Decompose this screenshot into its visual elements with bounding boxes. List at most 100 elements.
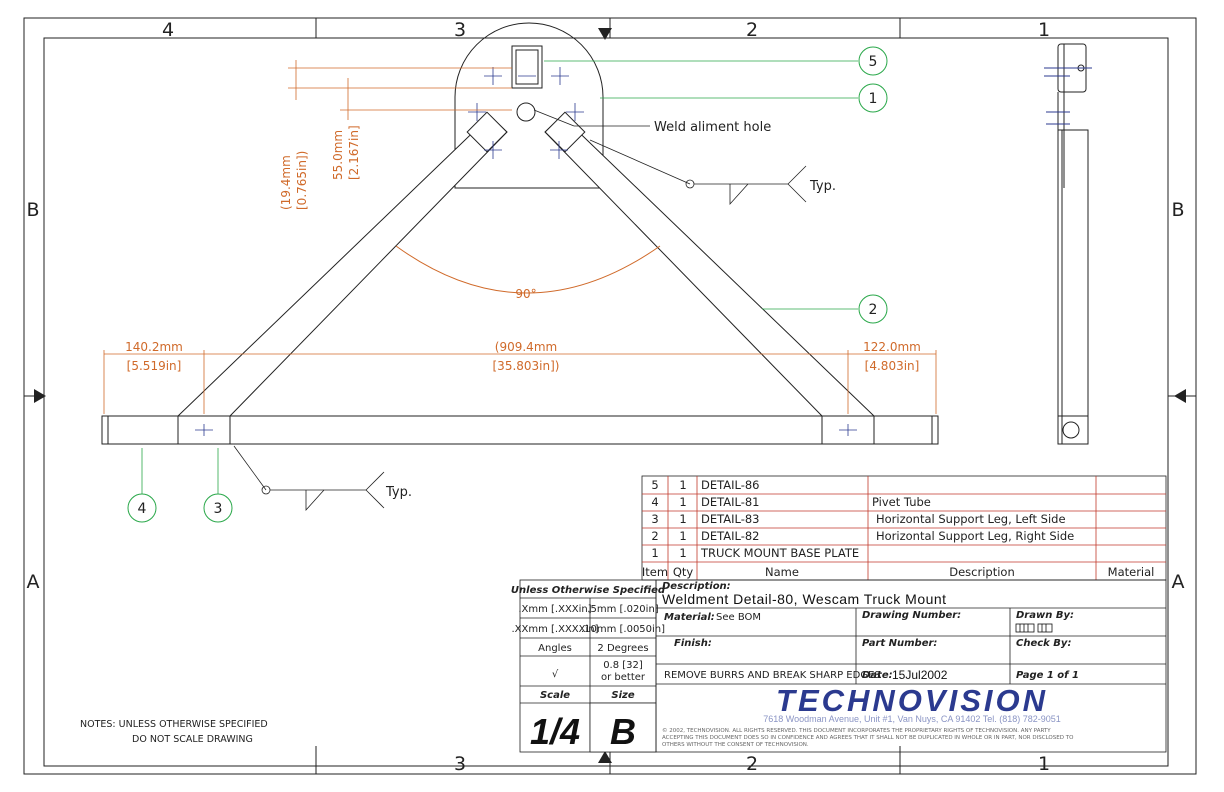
zone-bottom-2: 2: [746, 753, 758, 775]
part-number-label: Part Number:: [862, 638, 937, 649]
date-label: Date:: [862, 670, 893, 681]
material-label: Material:: [664, 612, 715, 623]
dim-2-167in: [2.167in]: [347, 125, 361, 180]
bom-item: 1: [651, 546, 658, 560]
right-leg-end-cap: [544, 111, 586, 153]
center-mark-bottom: [598, 751, 612, 763]
copyright-line-3: OTHERS WITHOUT THE CONSENT OF TECHNOVISI…: [662, 742, 809, 748]
balloon-5: 5: [869, 54, 878, 70]
dim-4-803in: [4.803in]: [865, 359, 920, 373]
angles-value: 2 Degrees: [597, 643, 648, 654]
copyright-line-2: ACCEPTING THIS DOCUMENT DOES SO IN CONFI…: [662, 735, 1074, 741]
zone-top-3: 3: [454, 19, 466, 41]
balloons: [127, 46, 888, 523]
drawing-number-label: Drawing Number:: [862, 610, 961, 621]
size-label: Size: [611, 690, 634, 701]
center-mark-left: [34, 389, 46, 403]
left-leg-end-cap: [466, 111, 508, 153]
finish-label: Finish:: [674, 638, 712, 649]
weld-symbols: [233, 109, 807, 512]
tol-row1-a: .Xmm [.XXXin]: [518, 604, 591, 615]
right-diagonal-leg: [544, 115, 876, 417]
drawn-by-initials-icon: [1015, 623, 1053, 633]
dim-5-519in: [5.519in]: [127, 359, 182, 373]
horizontal-tube: [101, 415, 939, 445]
left-foot-block: [177, 415, 231, 445]
typ-label-bottom: Typ.: [385, 485, 412, 500]
bom-item: 2: [651, 529, 658, 543]
company-logo: TECHNOVISION: [776, 683, 1048, 718]
vertical-dims: [288, 60, 512, 120]
pivot-tube: [511, 45, 543, 89]
balloon-3: 3: [214, 501, 223, 517]
typ-label-top: Typ.: [809, 179, 836, 194]
bom-qty: 1: [679, 495, 686, 509]
tol-row1-b: .5mm [.020in]: [587, 604, 658, 615]
aliment-hole: [516, 102, 536, 122]
bom-qty: 1: [679, 546, 686, 560]
bom-item: 3: [651, 512, 658, 526]
finish-symbol: √: [552, 669, 559, 680]
bom-item: 5: [651, 478, 658, 492]
zone-right-b: B: [1171, 199, 1184, 221]
bom-qty: 1: [679, 529, 686, 543]
finish-value-1: 0.8 [32]: [603, 660, 643, 671]
bom-item: 4: [651, 495, 658, 509]
weldment-front-view: [101, 22, 939, 445]
size-value: B: [610, 711, 636, 752]
zone-top-1: 1: [1038, 19, 1050, 41]
material-value: See BOM: [716, 612, 761, 623]
scale-value: 1/4: [530, 711, 580, 752]
description-value: Weldment Detail-80, Wescam Truck Mount: [662, 591, 947, 607]
zone-top-4: 4: [162, 19, 174, 41]
pivot-tube-inner: [515, 49, 539, 85]
page-label: Page 1 of 1: [1016, 670, 1079, 681]
balloon-4: 4: [138, 501, 147, 517]
balloon-1: 1: [869, 91, 878, 107]
drawn-by-label: Drawn By:: [1016, 610, 1074, 621]
scale-label: Scale: [540, 690, 570, 701]
size-cell: [589, 702, 657, 753]
angle-arc: [395, 245, 661, 294]
bom-header-item: Item: [642, 565, 668, 579]
bom-qty: 1: [679, 478, 686, 492]
horizontal-dims: [103, 350, 937, 414]
check-by-label: Check By:: [1016, 638, 1071, 649]
zone-bottom-1: 1: [1038, 753, 1050, 775]
bom-header-material: Material: [1108, 565, 1155, 579]
zone-bottom-3: 3: [454, 753, 466, 775]
dim-55mm: 55.0mm: [331, 130, 345, 180]
date-value: 15Jul2002: [892, 668, 948, 682]
dim-0-765in: [0.765in]): [295, 151, 309, 210]
center-mark-right: [1174, 389, 1186, 403]
bom-description: Horizontal Support Leg, Left Side: [876, 512, 1066, 526]
zone-left-b: B: [26, 199, 39, 221]
bom-rows: 5 1 DETAIL-86 4 1 DETAIL-81 Pivet Tube 3…: [642, 478, 1154, 579]
balloon-2: 2: [869, 302, 878, 318]
dim-35-803in: [35.803in]): [493, 359, 560, 373]
weld-aliment-hole-label: Weld aliment hole: [654, 120, 771, 135]
side-view: [1044, 43, 1092, 445]
bom-name: TRUCK MOUNT BASE PLATE: [700, 546, 859, 560]
bom-header-qty: Qty: [673, 565, 694, 579]
tolerance-title: Unless Otherwise Specified: [511, 585, 666, 596]
angle-label: 90°: [515, 287, 536, 301]
dim-140-2mm: 140.2mm: [125, 340, 183, 354]
bom-description: Horizontal Support Leg, Right Side: [876, 529, 1074, 543]
finish-value-2: or better: [601, 672, 646, 683]
remove-burrs-note: REMOVE BURRS AND BREAK SHARP EDGES: [664, 670, 881, 681]
angles-label: Angles: [538, 643, 572, 654]
notes-line-1: NOTES: UNLESS OTHERWISE SPECIFIED: [80, 719, 268, 730]
balloon-leaders: [141, 60, 858, 494]
tol-row2-b: .10mm [.0050in]: [581, 624, 665, 635]
description-label: Description:: [662, 581, 731, 592]
dim-19-4mm: (19.4mm: [279, 155, 293, 210]
bom-name: DETAIL-83: [701, 512, 760, 526]
bom-grid: [641, 475, 1167, 581]
dim-909-4mm: (909.4mm: [495, 340, 557, 354]
copyright-line-1: © 2002, TECHNOVISION. ALL RIGHTS RESERVE…: [662, 727, 1051, 734]
notes-line-2: DO NOT SCALE DRAWING: [132, 734, 253, 745]
zone-left-a: A: [27, 571, 40, 593]
zone-top-2: 2: [746, 19, 758, 41]
